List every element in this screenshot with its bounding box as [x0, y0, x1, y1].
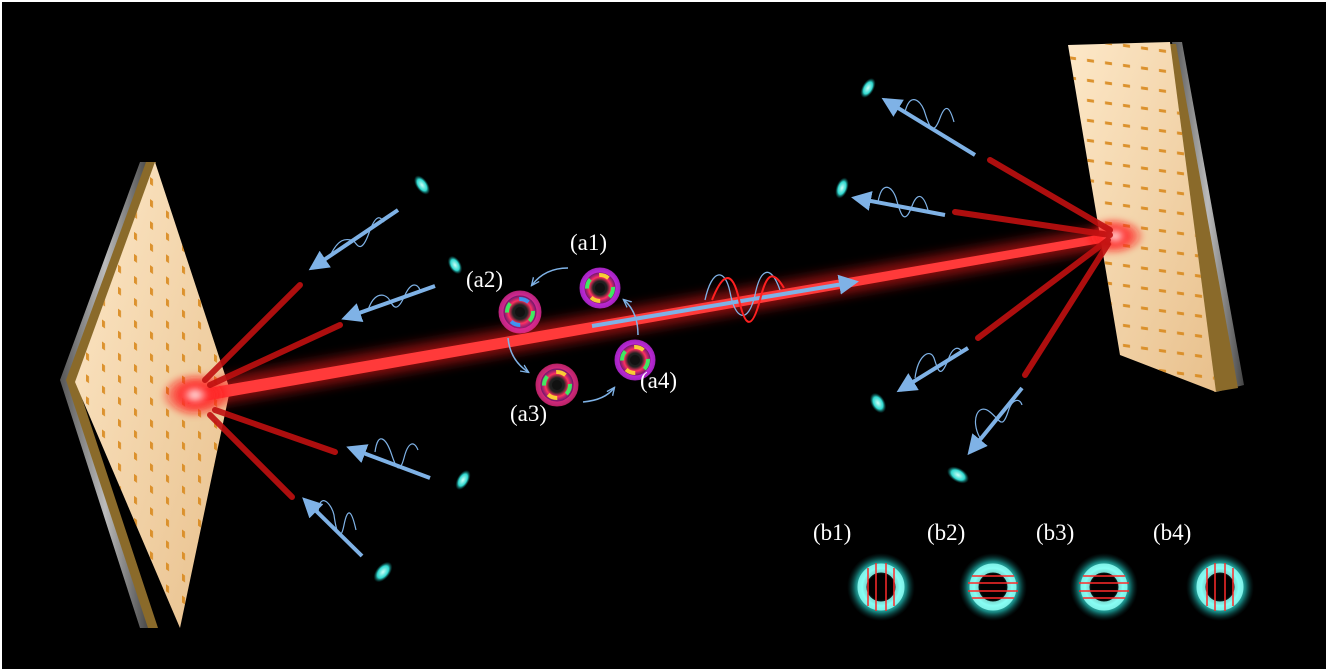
spot-l2: [447, 255, 463, 275]
spot-r3: [869, 392, 887, 414]
pol-arrow-r1: [881, 97, 977, 157]
pol-arrow-r4: [967, 386, 1024, 456]
left-metasurface: [60, 162, 230, 628]
right-diffraction-beams: [952, 157, 1113, 378]
spot-l4: [373, 561, 393, 583]
pol-arrow-l4: [302, 497, 364, 558]
left-diffraction-beams: [202, 282, 343, 500]
donut-patterns: [847, 553, 1254, 621]
pol-arrow-l3: [346, 438, 431, 480]
label-a4: (a4): [640, 368, 677, 393]
spot-r2: [835, 177, 849, 199]
vortex-beams: [498, 267, 656, 407]
pol-arrow-l2: [341, 284, 436, 323]
label-a2: (a2): [466, 267, 503, 292]
pol-arrow-r3: [896, 346, 970, 393]
transition-a4-a1: [624, 300, 639, 336]
spot-r4: [947, 466, 969, 484]
label-a1: (a1): [570, 230, 607, 255]
vortex-a2: [498, 290, 542, 334]
vortex-a4: [614, 339, 656, 381]
transition-a3-a4: [582, 388, 614, 403]
spot-r1: [860, 78, 876, 98]
donut-b3: [1070, 553, 1138, 621]
pol-arrow-l1: [308, 208, 400, 271]
transition-arrows: [507, 267, 639, 403]
transition-a2-a3: [507, 337, 528, 372]
label-a3: (a3): [510, 401, 547, 426]
label-b4: (b4): [1153, 520, 1191, 545]
spot-l1: [414, 175, 430, 195]
vortex-a1: [579, 267, 621, 309]
diffraction-spots: [373, 78, 969, 583]
transition-a1-a2: [532, 267, 569, 285]
donut-b2: [959, 553, 1027, 621]
left-polarization-arrows: [302, 208, 436, 558]
label-b2: (b2): [927, 520, 965, 545]
spot-l3: [455, 470, 471, 490]
donut-b4: [1186, 553, 1254, 621]
right-metasurface: [1068, 42, 1244, 392]
right-polarization-arrows: [851, 97, 1024, 456]
label-b1: (b1): [813, 520, 851, 545]
pol-arrow-r2: [851, 186, 946, 218]
label-b3: (b3): [1036, 520, 1074, 545]
donut-b1: [847, 553, 915, 621]
vortex-a3: [535, 363, 579, 407]
